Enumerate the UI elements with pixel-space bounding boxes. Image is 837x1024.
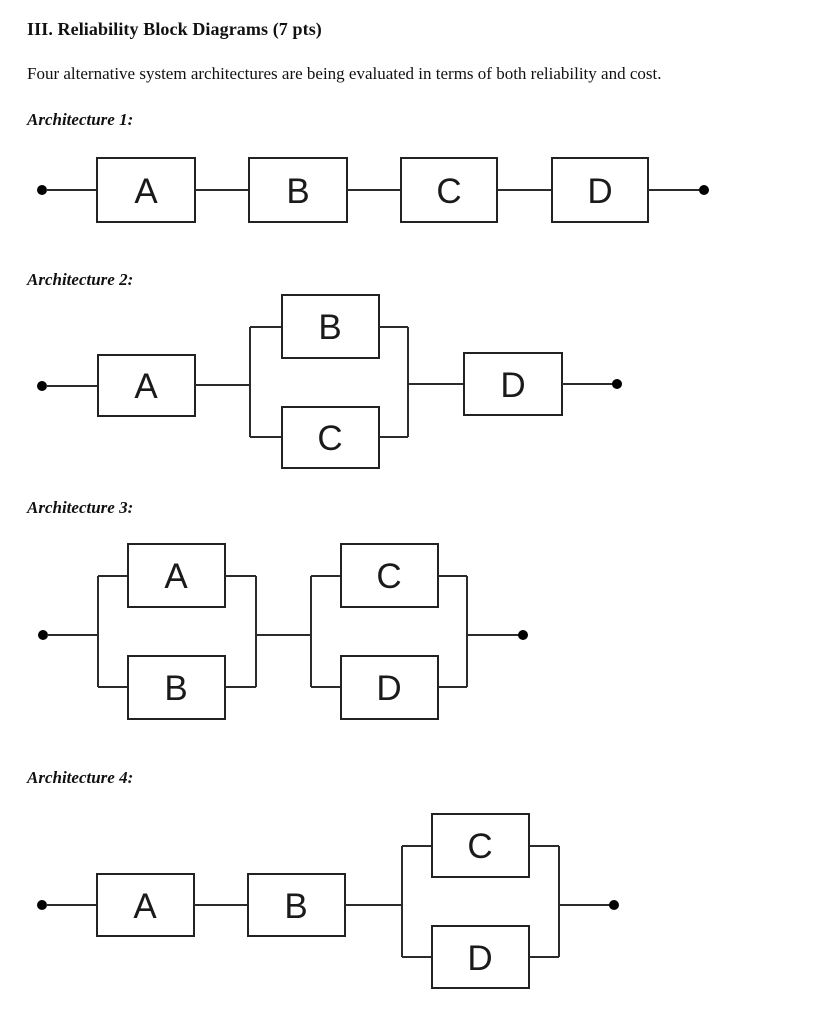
arch4-block-a (96, 873, 195, 937)
arch4-block-d (431, 925, 530, 989)
arch2-block-c (281, 406, 380, 469)
input-terminal-dot (37, 381, 47, 391)
arch2-block-b (281, 294, 380, 359)
arch2-block-a-label: A (134, 367, 158, 406)
architecture-2-label: Architecture 2: (27, 270, 134, 289)
arch3-block-d-label: D (376, 669, 401, 708)
page-title: III. Reliability Block Diagrams (7 pts) (27, 19, 322, 39)
arch3-block-c-label: C (376, 557, 401, 596)
arch3-block-b-label: B (164, 669, 187, 708)
arch1-block-c-label: C (436, 172, 461, 211)
arch4-block-c-label: C (467, 827, 492, 866)
arch3-block-a-label: A (164, 557, 188, 596)
output-terminal-dot (609, 900, 619, 910)
arch3-block-a (127, 543, 226, 608)
arch4-block-d-label: D (467, 939, 492, 978)
arch1-block-b-label: B (286, 172, 309, 211)
arch1-block-c (400, 157, 498, 223)
output-terminal-dot (518, 630, 528, 640)
intro-text: Four alternative system architectures ar… (27, 64, 662, 83)
input-terminal-dot (37, 185, 47, 195)
arch1-block-b (248, 157, 348, 223)
arch4-block-c (431, 813, 530, 878)
arch3-block-d (340, 655, 439, 720)
arch4-block-a-label: A (133, 887, 157, 926)
arch4-block-b-label: B (284, 887, 307, 926)
input-terminal-dot (37, 900, 47, 910)
rbd-architecture-3-diagram: A B C D (38, 543, 528, 720)
rbd-architecture-4-diagram: A B C D (37, 813, 619, 989)
rbd-architecture-1-diagram: A B C D (37, 157, 709, 223)
arch1-block-a-label: A (134, 172, 158, 211)
arch2-block-d-label: D (500, 366, 525, 405)
architecture-3-label: Architecture 3: (27, 498, 134, 517)
arch2-block-b-label: B (318, 308, 341, 347)
output-terminal-dot (612, 379, 622, 389)
arch1-block-d (551, 157, 649, 223)
arch2-block-c-label: C (317, 419, 342, 458)
input-terminal-dot (38, 630, 48, 640)
arch2-block-a (97, 354, 196, 417)
architecture-1-label: Architecture 1: (27, 110, 134, 129)
architecture-4-label: Architecture 4: (27, 768, 134, 787)
output-terminal-dot (699, 185, 709, 195)
rbd-architecture-2-diagram: A B C D (37, 294, 622, 469)
arch1-block-d-label: D (587, 172, 612, 211)
